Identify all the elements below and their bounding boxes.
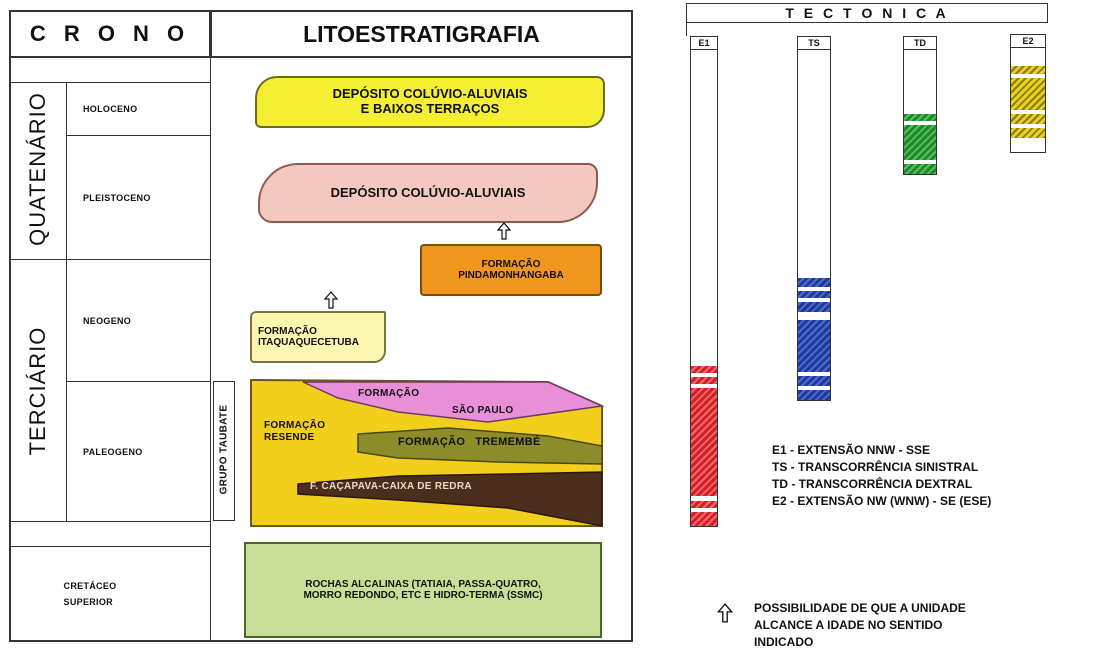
legend-ts: TS - TRANSCORRÊNCIA SINISTRAL [772,459,991,476]
up-arrow-icon [324,291,338,309]
crono-gap-row [9,521,211,547]
unit-itaquaquecetuba: FORMAÇÃO ITAQUAQUECETUBA [250,311,386,363]
lito-header: LITOESTRATIGRAFIA [210,10,633,58]
unit-sao-paulo: SÃO PAULO [452,405,513,416]
epoch-neogeno: NEOGENO [66,259,211,382]
legend-e1: E1 - EXTENSÃO NNW - SSE [772,442,991,459]
crono-title: C R O N O [30,21,190,47]
grupo-taubate-label: GRUPO TAUBATE [219,390,230,510]
e1-gap [691,508,717,512]
ts-gap [798,312,830,320]
note-text: POSSIBILIDADE DE QUE A UNIDADE ALCANCE A… [754,600,966,651]
unit-deposito-coluvio-aluviais: DEPÓSITO COLÚVIO-ALUVIAIS [258,163,598,223]
col-ts-header: TS [797,36,831,50]
col-e2-header: E2 [1010,34,1046,48]
unit-tremembe: FORMAÇÃO TREMEMBÉ [398,436,541,448]
unit-pindamonhangaba: FORMAÇÃO PINDAMONHANGABA [420,244,602,296]
td-gap [904,121,936,125]
legend-td: TD - TRANSCORRÊNCIA DEXTRAL [772,476,991,493]
up-arrow-icon [497,222,511,240]
unit-deposito-baixos-terracos: DEPÓSITO COLÚVIO-ALUVIAIS E BAIXOS TERRA… [255,76,605,128]
unit-cacapava: F. CAÇAPAVA-CAIXA DE REDRA [310,481,472,492]
ts-gap [798,372,830,376]
legend-e2: E2 - EXTENSÃO NW (WNW) - SE (ESE) [772,493,991,510]
epoch-holoceno: HOLOCENO [66,82,211,136]
col-td-header: TD [903,36,937,50]
tertiary-label: TERCIÁRIO [25,301,51,481]
epoch-cretaceo: CRETÁCEO SUPERIOR [9,546,211,642]
ts-gap [798,298,830,302]
epoch-paleogeno: PALEOGENO [66,381,211,522]
lito-title: LITOESTRATIGRAFIA [303,21,540,48]
e2-gap [1011,74,1045,78]
unit-resende: FORMAÇÃO RESENDE [264,420,325,444]
e2-gap [1011,110,1045,114]
e1-gap [691,373,717,377]
td-gap [904,160,936,164]
unit-rochas-alcalinas: ROCHAS ALCALINAS (TATIAIA, PASSA-QUATRO,… [244,542,602,638]
ts-gap [798,287,830,291]
legend: E1 - EXTENSÃO NNW - SSE TS - TRANSCORRÊN… [772,442,991,510]
tectonica-header: T E C T O N I C A [686,3,1048,23]
e1-activity [691,366,717,526]
col-e1-header: E1 [690,36,718,50]
paleogene-sediments [248,376,606,532]
crono-header: C R O N O [9,10,211,58]
ts-activity [798,278,830,400]
epoch-pleistoceno: PLEISTOCENO [66,135,211,260]
up-arrow-icon [717,603,733,623]
e2-gap [1011,124,1045,128]
unit-formacao-sp: FORMAÇÃO [358,388,419,399]
tectonica-frame-left [686,22,687,36]
tectonica-title: T E C T O N I C A [785,5,948,21]
quaternary-label: QUATENÁRIO [25,79,51,259]
e1-gap [691,496,717,501]
e1-gap [691,384,717,388]
ts-gap [798,386,830,390]
